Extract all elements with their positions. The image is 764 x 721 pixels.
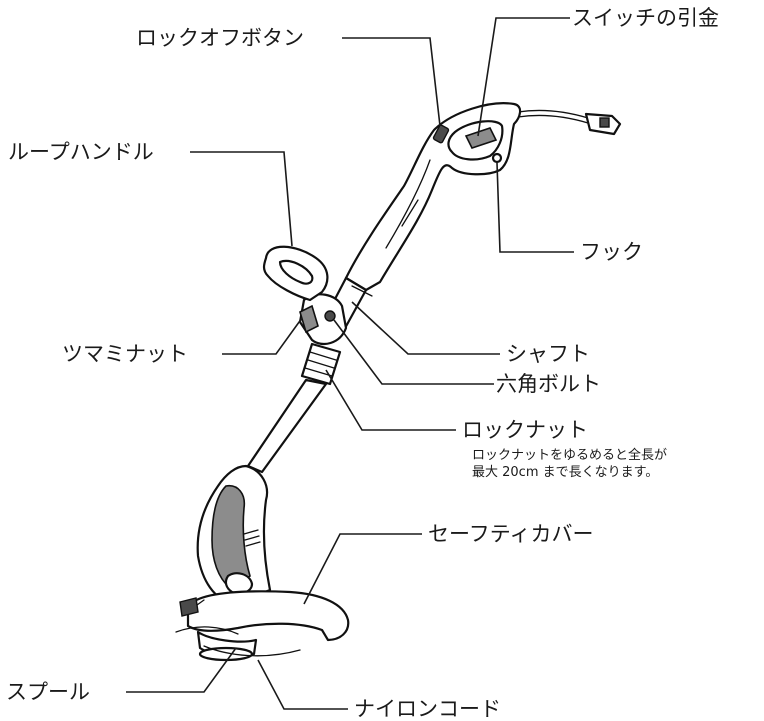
leader-switch-trigger: [477, 17, 570, 137]
leader-lines: [126, 17, 574, 710]
leader-hook: [496, 162, 574, 253]
nylon-cord-shape: [175, 626, 239, 635]
switch-trigger-shape: [464, 127, 498, 149]
label-hook: フック: [580, 240, 643, 264]
leader-knob-nut: [222, 317, 303, 355]
label-shaft: シャフト: [506, 342, 590, 366]
leader-shaft: [351, 301, 500, 355]
label-switch-trigger: スイッチの引金: [572, 6, 719, 30]
leader-safety-cover: [303, 533, 422, 605]
safety-cover-shape: [186, 590, 350, 642]
label-spool: スプール: [6, 680, 90, 704]
knob-nut-shape: [299, 304, 319, 334]
hex-bolt-shape: [324, 310, 336, 322]
motor-grip-panel: [211, 484, 251, 589]
lower-shaft: [246, 378, 328, 474]
lock-off-button-shape: [432, 124, 450, 144]
leader-nylon-cord: [257, 659, 348, 710]
label-hex-bolt: 六角ボルト: [496, 372, 601, 396]
power-cord: [517, 109, 589, 119]
label-nylon-cord: ナイロンコード: [354, 697, 501, 721]
label-lock-off-button: ロックオフボタン: [136, 26, 304, 50]
label-safety-cover: セーフティカバー: [428, 522, 594, 546]
grass-trimmer-illustration: [175, 102, 622, 662]
label-knob-nut: ツマミナット: [62, 342, 188, 366]
lock-nut-note-line-2: 最大 20cm まで長くなります。: [472, 465, 659, 480]
leader-lock-off-button: [342, 37, 441, 127]
leader-hex-bolt: [333, 319, 494, 385]
cord-plug: [584, 112, 622, 136]
leader-lock-nut: [325, 369, 456, 431]
label-lock-nut: ロックナット: [462, 418, 588, 442]
leader-spool: [126, 647, 237, 693]
lock-nut-note-line-1: ロックナットをゆるめると全長が: [472, 448, 668, 463]
hook-shape: [491, 152, 503, 164]
leader-loop-handle: [190, 151, 293, 247]
label-loop-handle: ループハンドル: [8, 140, 154, 164]
